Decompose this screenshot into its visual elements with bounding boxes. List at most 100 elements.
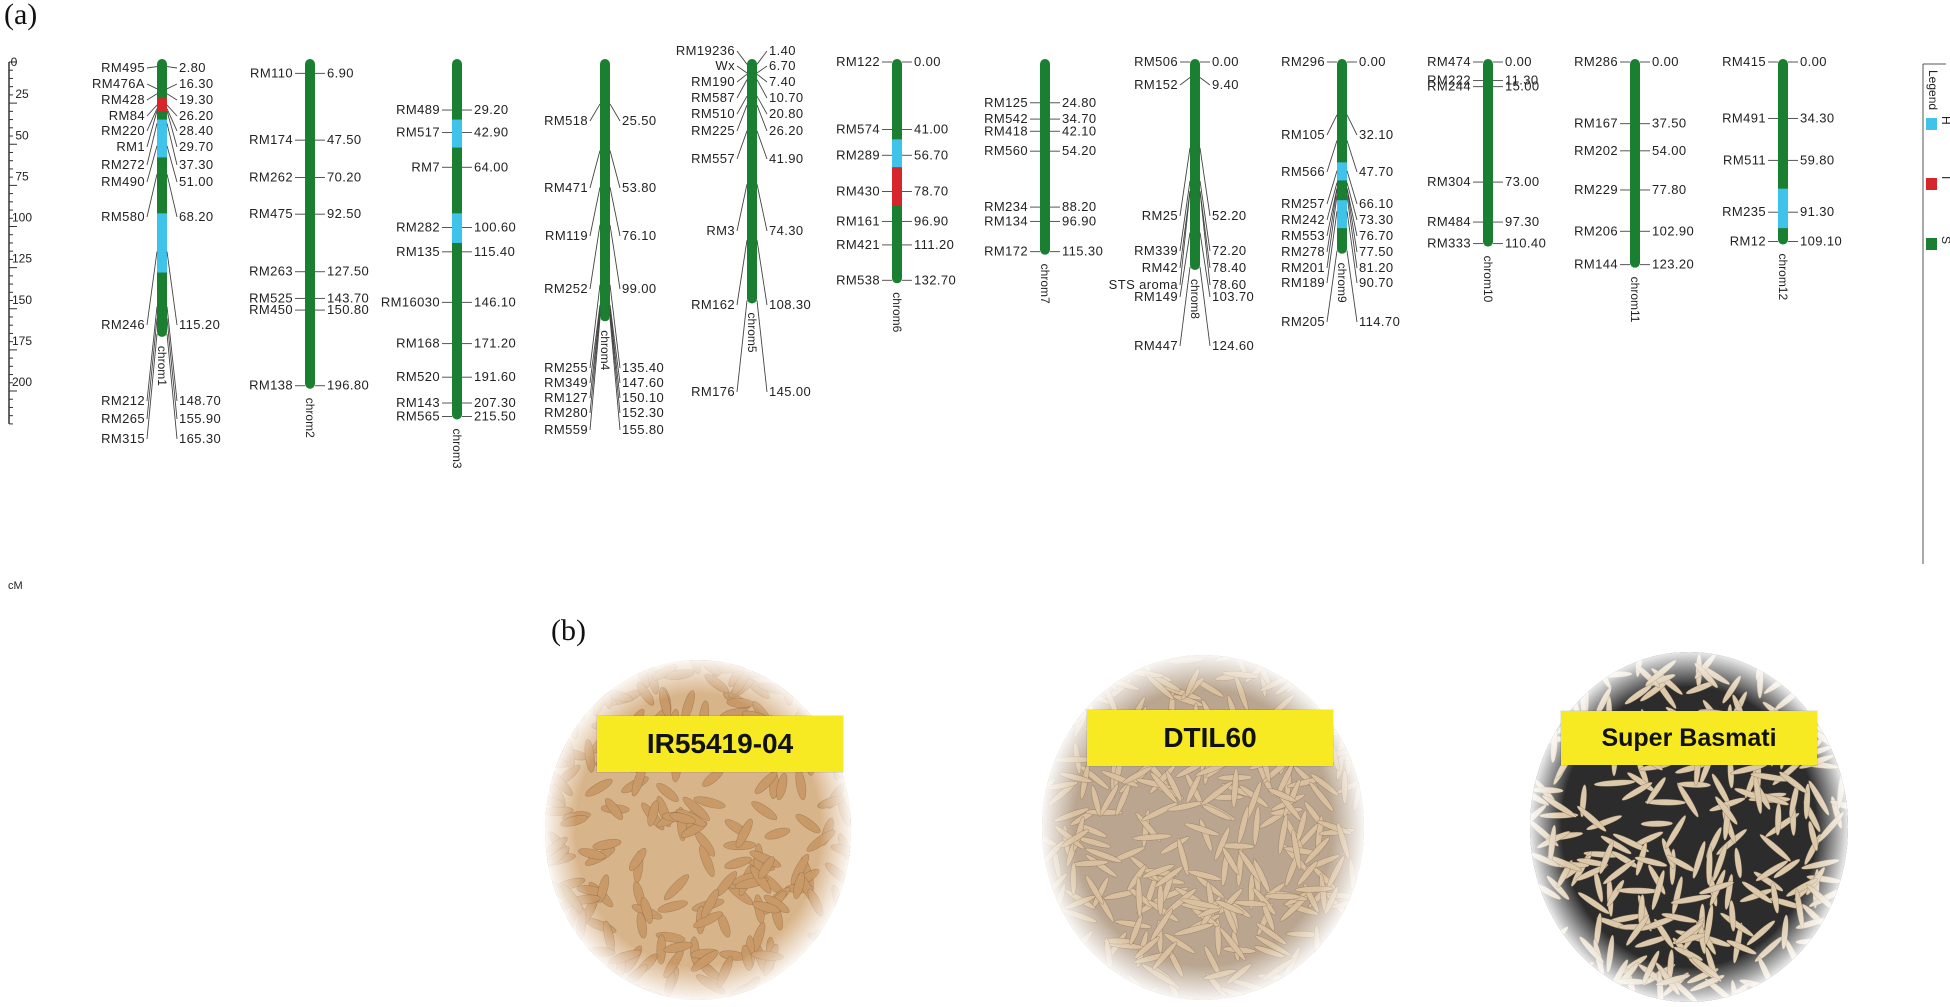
marker-name: RM138: [249, 378, 293, 393]
marker-name: RM212: [101, 393, 145, 408]
rice-grain: [1283, 983, 1301, 1000]
grain-label-ir55419-04: IR55419-04: [597, 716, 843, 772]
marker-tick-left: [736, 104, 748, 132]
marker-tick-right: [166, 318, 178, 420]
rice-grain: [1075, 967, 1087, 999]
marker-position: 2.80: [179, 60, 206, 75]
marker-name: RM491: [1722, 110, 1766, 125]
marker-tick-right: [609, 318, 621, 431]
marker-position: 152.30: [622, 405, 664, 420]
marker-tick-left: [1326, 188, 1338, 237]
rice-grain: [1530, 987, 1558, 1002]
marker-position: 7.40: [769, 74, 796, 89]
marker-position: 78.60: [1212, 277, 1247, 292]
rice-grain: [1042, 715, 1055, 753]
chromosome-segment: [1778, 188, 1788, 229]
marker-name: RM280: [544, 405, 588, 420]
marker-tick-right: [756, 95, 768, 115]
grain-photo-svg: [1530, 652, 1848, 1002]
marker-position: 51.00: [179, 174, 214, 189]
marker-position: 25.50: [622, 113, 657, 128]
marker-tick-left: [736, 184, 748, 232]
marker-position: 150.10: [622, 390, 664, 405]
marker-name: RM202: [1574, 143, 1618, 158]
marker-name: RM25: [1142, 208, 1178, 223]
legend-title: Legend: [1926, 70, 1940, 110]
marker-position: 59.80: [1800, 152, 1835, 167]
grain-photo-super-basmati: [1530, 652, 1848, 1002]
marker-tick-left: [1326, 189, 1338, 253]
marker-tick-left: [146, 306, 158, 402]
marker-position: 127.50: [327, 264, 369, 279]
rice-grain: [1810, 652, 1843, 663]
rice-grain: [1821, 938, 1829, 972]
marker-name: RM190: [691, 74, 735, 89]
chromosome-name: chrom11: [1628, 277, 1642, 323]
marker-position: 11.30: [1505, 73, 1539, 88]
legend-swatch: [1926, 118, 1937, 130]
marker-position: 78.40: [1212, 260, 1247, 275]
marker-tick-left: [146, 333, 158, 440]
marker-name: RM421: [836, 237, 880, 252]
marker-position: 28.40: [179, 123, 214, 138]
marker-name: RM235: [1722, 204, 1766, 219]
marker-name: RM42: [1142, 260, 1178, 275]
rice-grain: [1841, 923, 1848, 963]
marker-name: RM506: [1134, 54, 1178, 69]
panel-b-label: (b): [551, 614, 586, 647]
rice-grain: [1320, 977, 1344, 1000]
marker-tick-right: [609, 150, 621, 189]
chromosome-rod: [1483, 59, 1493, 247]
marker-name: RM162: [691, 297, 735, 312]
axis-tick-label: 0: [11, 55, 18, 69]
rice-grain: [1840, 945, 1848, 984]
marker-tick-left: [736, 95, 748, 115]
marker-tick-left: [1179, 266, 1191, 347]
rice-grain: [1092, 967, 1099, 1000]
marker-tick-left: [736, 73, 748, 83]
marker-position: 143.70: [327, 290, 369, 305]
rice-grain: [574, 970, 586, 997]
marker-name: RM144: [1574, 257, 1618, 272]
marker-tick-left: [736, 79, 748, 99]
marker-position: 37.30: [179, 157, 214, 172]
marker-position: 147.60: [622, 375, 664, 390]
marker-name: RM152: [1134, 77, 1178, 92]
marker-tick-left: [1326, 170, 1338, 205]
marker-tick-right: [756, 104, 768, 132]
marker-name: RM135: [396, 244, 440, 259]
rice-grain: [573, 660, 598, 669]
marker-name: RM252: [544, 281, 588, 296]
marker-name: RM143: [396, 395, 440, 410]
chromosome-name: chrom1: [155, 346, 169, 386]
rice-grain: [1042, 695, 1068, 705]
rice-grain: [832, 920, 851, 932]
marker-position: 171.20: [474, 336, 516, 351]
marker-tick-left: [1326, 195, 1338, 269]
marker-name: RM167: [1574, 116, 1618, 131]
rice-grain: [1314, 949, 1352, 956]
rice-grain: [1545, 925, 1554, 963]
marker-position: 0.00: [914, 54, 941, 69]
marker-position: 111.20: [914, 237, 954, 252]
rice-grain: [1822, 954, 1832, 991]
marker-name: RM286: [1574, 54, 1618, 69]
rice-grain: [1823, 950, 1842, 980]
marker-position: 0.00: [1800, 54, 1827, 69]
marker-name: RM475: [249, 206, 293, 221]
rice-grain: [795, 963, 828, 974]
rice-grain: [1823, 659, 1848, 673]
marker-tick-right: [1346, 195, 1358, 269]
rice-grain: [600, 660, 621, 674]
marker-tick-right: [756, 79, 768, 99]
marker-name: RM315: [101, 431, 145, 446]
marker-name: RM553: [1281, 228, 1325, 243]
chromosome-rod: [305, 59, 315, 389]
rice-grain: [555, 975, 581, 1000]
marker-name: RM105: [1281, 127, 1325, 142]
legend-swatch: [1926, 178, 1937, 190]
marker-name: RM587: [691, 90, 735, 105]
rice-grain: [1049, 968, 1066, 996]
marker-tick-left: [736, 65, 748, 74]
marker-position: 102.90: [1652, 223, 1694, 238]
